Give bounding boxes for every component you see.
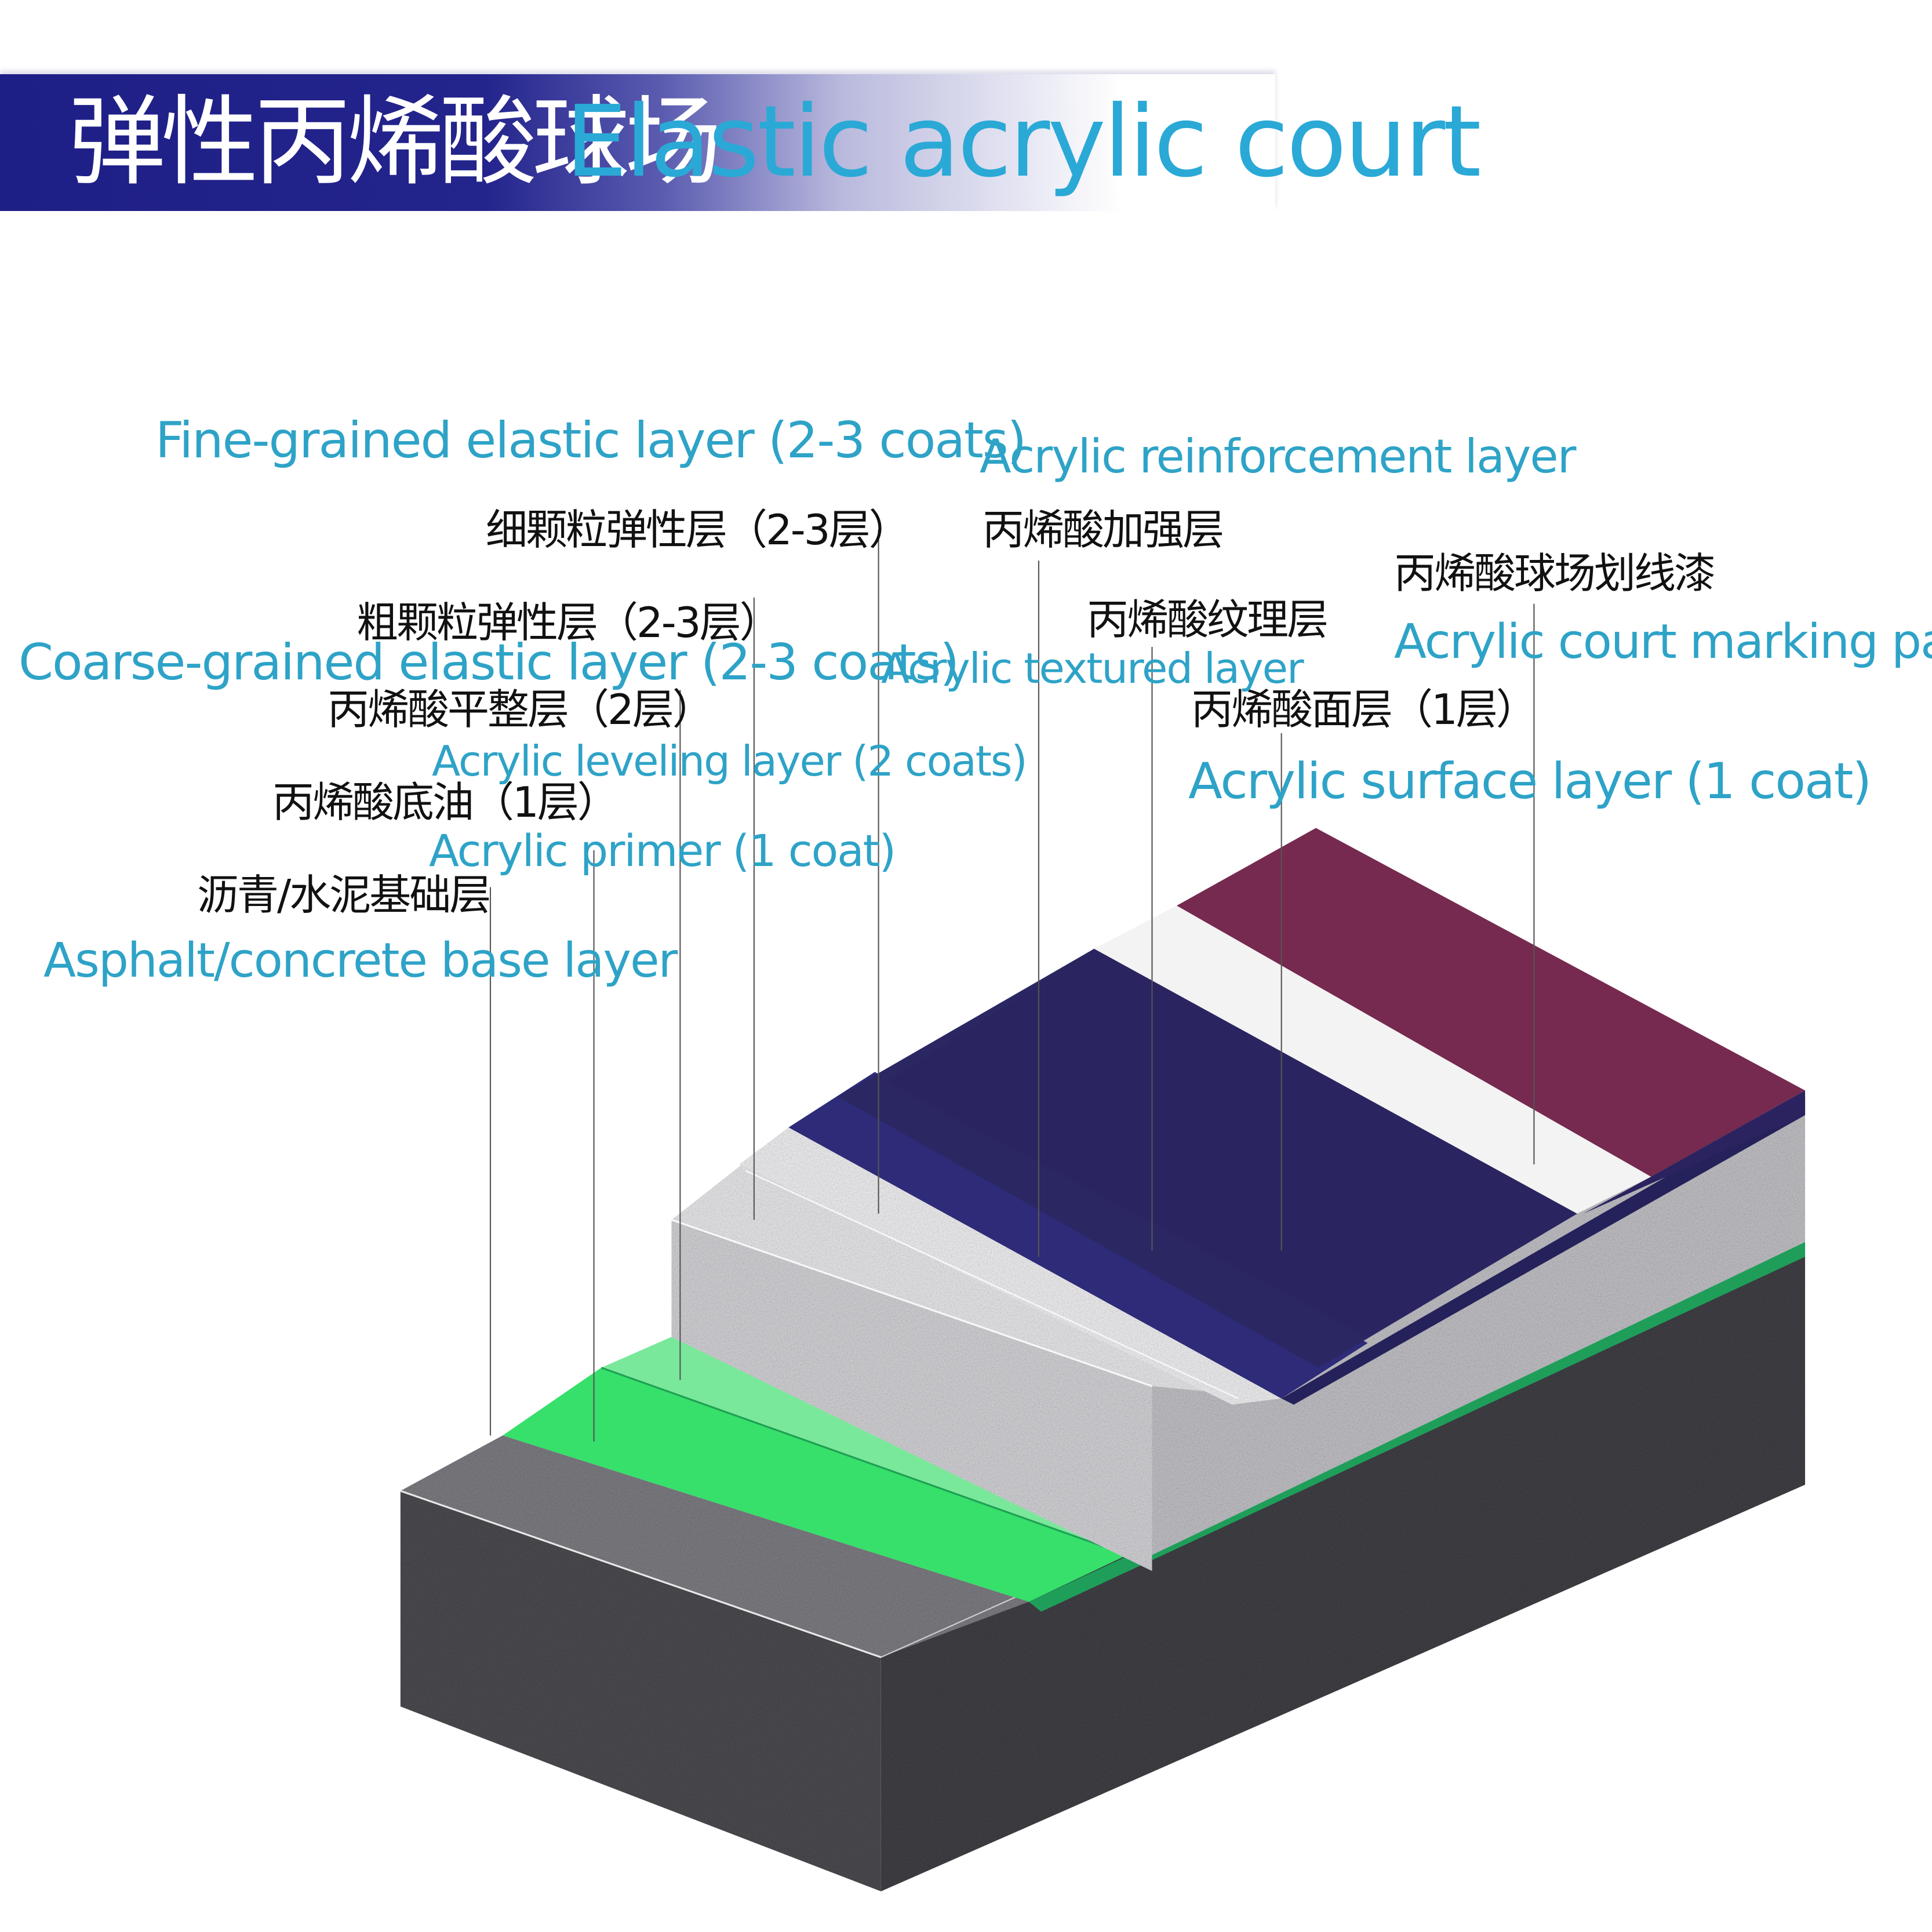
base-layer — [400, 1244, 1806, 1891]
base-edge-highlight — [400, 1490, 882, 1658]
label-coarse-en: Coarse-grained elastic layer (2-3 coats) — [19, 634, 959, 692]
coarse-elastic-front-face — [671, 1220, 1152, 1571]
primer-layer — [503, 1367, 1127, 1602]
title-chinese: 弹性丙烯酸球场 — [68, 85, 722, 199]
label-fine-zh: 细颗粒弹性层（2-3层） — [486, 505, 911, 554]
label-surface-zh: 丙烯酸面层（1层） — [1191, 685, 1538, 734]
elastic-layers — [671, 1096, 1806, 1571]
title-banner — [0, 74, 1275, 211]
leader-lines — [489, 530, 1535, 1442]
navy-right-edge — [1281, 1096, 1806, 1405]
coarse-elastic-right-face — [1152, 1096, 1806, 1555]
label-base-en: Asphalt/concrete base layer — [43, 933, 678, 988]
surface-layer — [887, 948, 1577, 1337]
label-marking-zh: 丙烯酸球场划线漆 — [1394, 549, 1716, 598]
label-surface-en: Acrylic surface layer (1 coat) — [1188, 752, 1872, 810]
label-leveling-en: Acrylic leveling layer (2 coats) — [432, 737, 1028, 785]
label-reinforcement-en: Acrylic reinforcement layer — [980, 430, 1576, 483]
base-right-face — [881, 1244, 1806, 1891]
marking-paint-stripe — [1094, 905, 1651, 1214]
label-marking-en: Acrylic court marking paint — [1394, 614, 1932, 670]
base-left-face — [400, 1491, 881, 1891]
label-textured-zh: 丙烯酸纹理层 — [1087, 595, 1329, 644]
fine-elastic-top-face — [739, 1127, 1282, 1405]
label-coarse-zh: 粗颗粒弹性层（2-3层） — [356, 598, 781, 647]
label-textured-en: Acrylic textured layer — [881, 644, 1304, 693]
title-english: Elastic acrylic court — [565, 85, 1482, 199]
reinforcement-layer — [788, 1072, 1368, 1399]
label-base-zh: 沥青/水泥基础层 — [197, 871, 491, 919]
base-top-face — [400, 1435, 1029, 1657]
label-leveling-zh: 丙烯酸平整层（2层） — [328, 685, 714, 734]
label-fine-en: Fine-grained elastic layer (2-3 coats) — [155, 412, 1027, 470]
label-primer-en: Acrylic primer (1 coat) — [429, 825, 896, 876]
top-coat — [1176, 828, 1806, 1177]
label-primer-zh: 丙烯酸底油（1层） — [272, 778, 619, 827]
label-reinforcement-zh: 丙烯酸加强层 — [983, 505, 1224, 554]
